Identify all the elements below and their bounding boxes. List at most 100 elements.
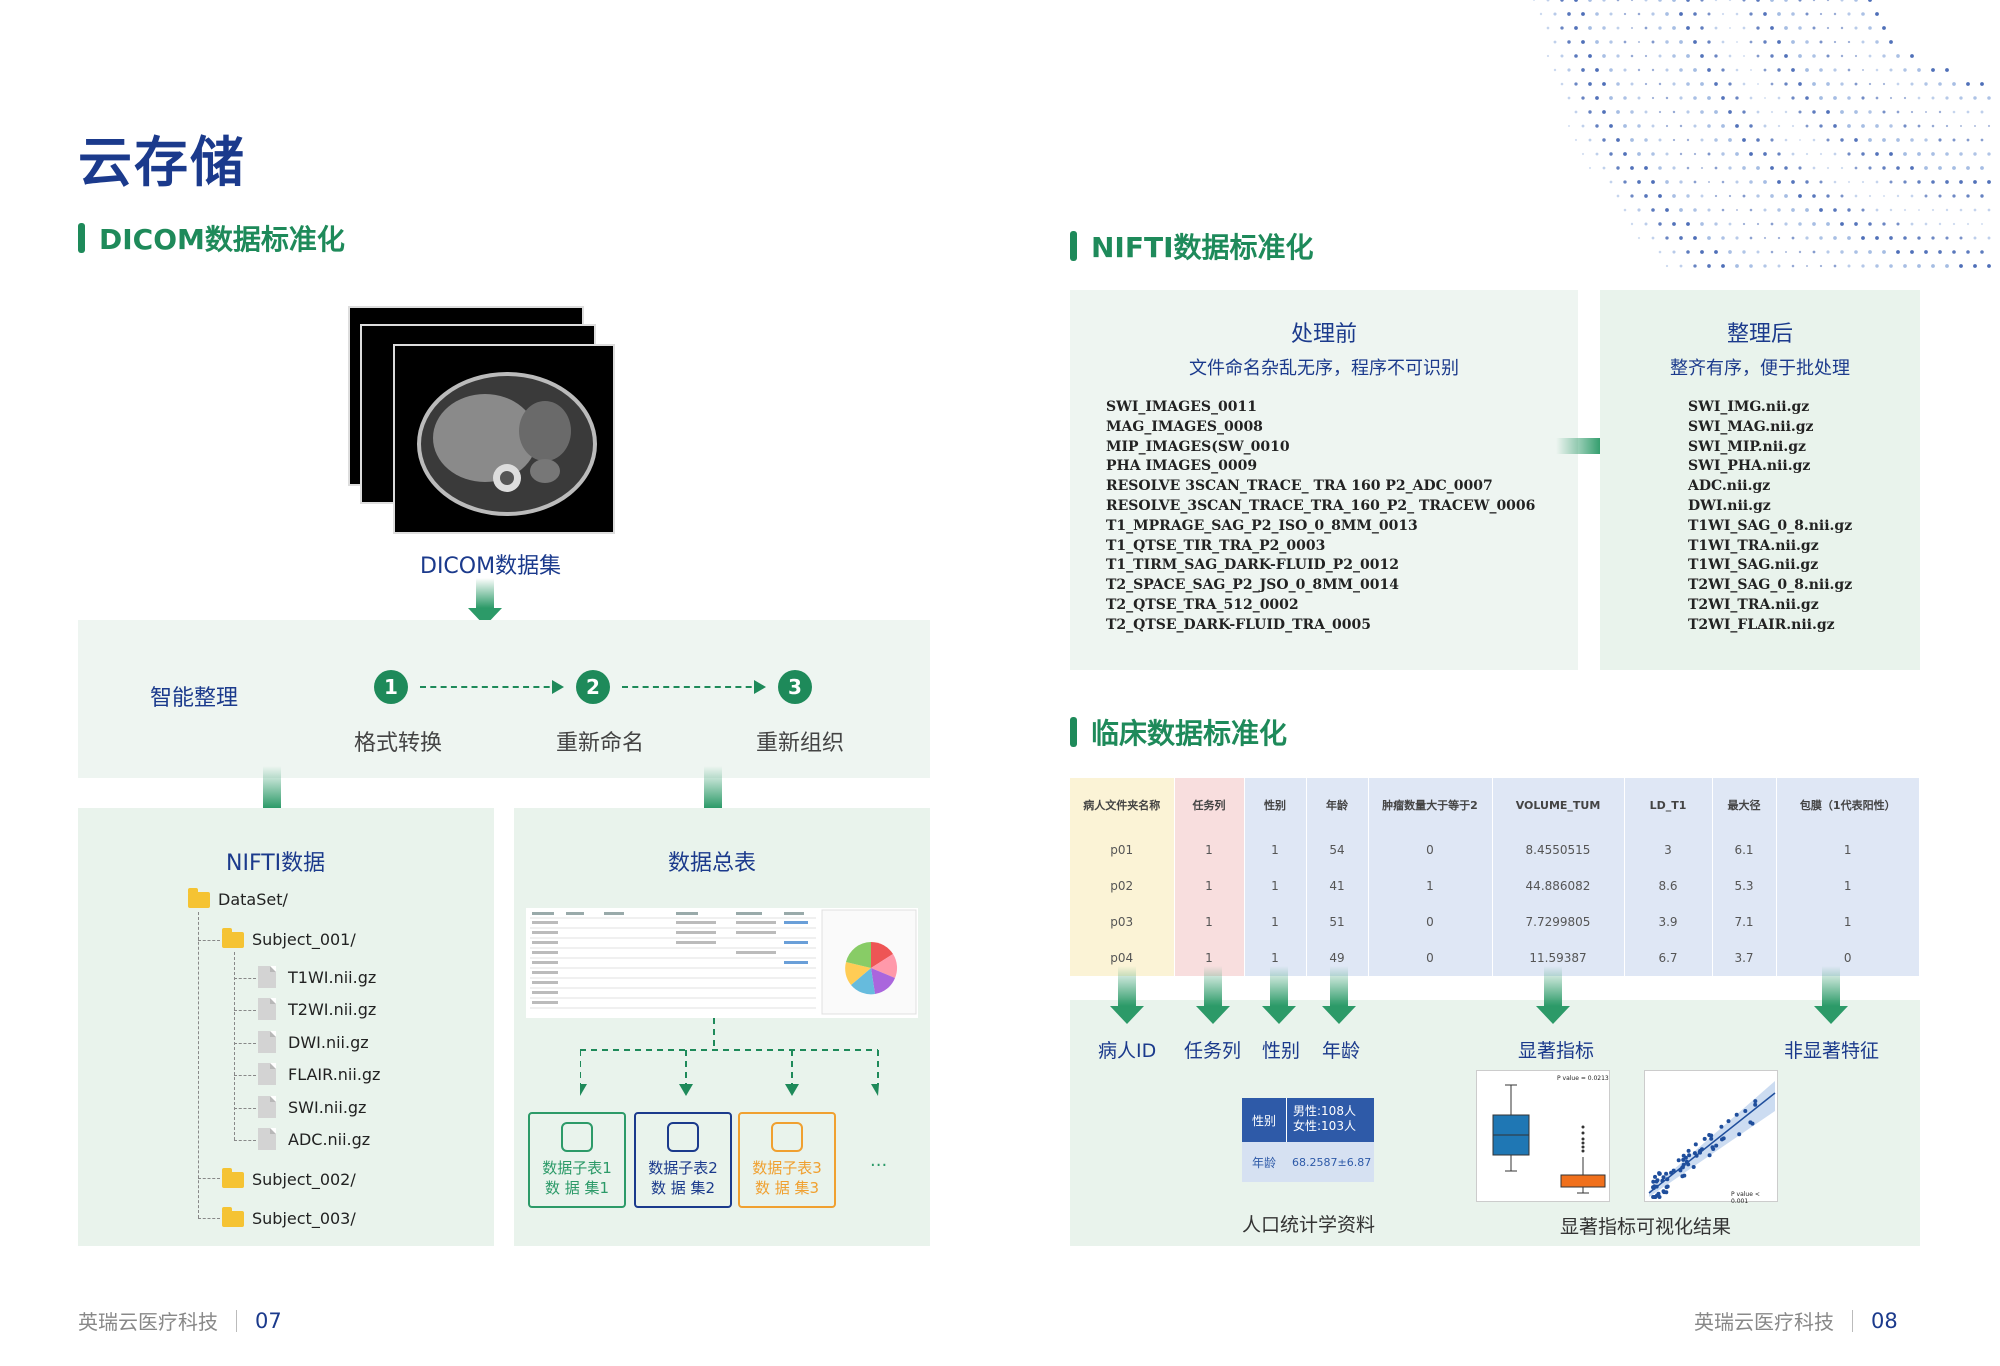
file-icon	[258, 966, 276, 988]
table-cell: 1	[1776, 904, 1920, 940]
section-bar	[1070, 717, 1077, 747]
section-title-dicom-text: DICOM数据标准化	[99, 223, 345, 256]
file-name: T2WI_SAG_0_8.nii.gz	[1688, 577, 1853, 594]
tree-label: ADC.nii.gz	[288, 1129, 371, 1149]
tree-label: DataSet/	[218, 890, 288, 909]
boxplot-chart: P value = 0.0213	[1476, 1070, 1610, 1202]
table-cell: 1	[1368, 868, 1493, 904]
scatter-chart: P value < 0.001	[1644, 1070, 1778, 1205]
dot-pattern-decoration	[1520, 0, 2000, 300]
arrow-down-icon	[1536, 966, 1570, 1024]
spreadsheet-thumbnail	[526, 908, 918, 1018]
file-name: ADC.nii.gz	[1688, 478, 1771, 495]
table-cell: 41	[1306, 868, 1369, 904]
tree-file: DWI.nii.gz	[258, 1031, 369, 1053]
table-cell: 3.9	[1624, 904, 1713, 940]
table-cell: 5.3	[1712, 868, 1777, 904]
table-header: 性别	[1244, 778, 1307, 832]
tree-line	[234, 1075, 256, 1076]
table-header: 包膜（1代表阳性）	[1776, 778, 1920, 832]
tree-label: T1WI.nii.gz	[288, 967, 377, 987]
clinical-table: 病人文件夹名称 任务列 性别 年龄 肿瘤数量大于等于2 VOLUME_TUM L…	[1070, 778, 1920, 976]
step-1-label: 格式转换	[354, 731, 443, 756]
table-cell: 0	[1368, 904, 1493, 940]
tree-label: Subject_002/	[252, 1170, 356, 1189]
table-cell: 44.886082	[1492, 868, 1625, 904]
file-name: T2_SPACE_SAG_P2_JSO_0_8MM_0014	[1106, 577, 1400, 594]
table-cell: 0	[1368, 832, 1493, 868]
database-icon	[561, 1122, 593, 1152]
table-cell: p03	[1070, 904, 1175, 940]
arrow-down-icon	[1814, 966, 1848, 1024]
footer-company: 英瑞云医疗科技	[78, 1310, 218, 1334]
folder-icon	[222, 1167, 244, 1188]
label-age: 年龄	[1322, 1040, 1361, 1062]
tree-file: SWI.nii.gz	[258, 1096, 366, 1118]
file-name: SWI_IMAGES_0011	[1106, 399, 1257, 415]
table-cell: p02	[1070, 868, 1175, 904]
file-icon	[258, 998, 276, 1020]
section-title-nifti-text: NIFTI数据标准化	[1091, 231, 1314, 264]
table-cell: 51	[1306, 904, 1369, 940]
file-name: SWI_MIP.nii.gz	[1688, 438, 1806, 455]
label-significant: 显著指标	[1518, 1040, 1595, 1062]
nifti-panel-title: NIFTI数据	[226, 851, 326, 876]
arrow-down-icon	[1196, 966, 1230, 1024]
database-icon	[771, 1122, 803, 1152]
label-nonsignificant: 非显著特征	[1784, 1040, 1880, 1062]
arrow-down-icon	[468, 578, 502, 626]
footer-company: 英瑞云医疗科技	[1694, 1310, 1834, 1334]
demo-gender-male: 男性:108人	[1293, 1104, 1356, 1118]
tree-line	[198, 1178, 220, 1179]
table-cell: 1	[1244, 868, 1307, 904]
step-3-label: 重新组织	[756, 731, 845, 756]
table-cell: 1	[1174, 832, 1245, 868]
footer-right: 英瑞云医疗科技 08	[1694, 1306, 1898, 1335]
footer-left: 英瑞云医疗科技 07	[78, 1306, 282, 1335]
section-bar	[1070, 231, 1077, 261]
tree-label: SWI.nii.gz	[288, 1097, 367, 1117]
arrow-down-icon	[1262, 966, 1296, 1024]
table-cell: 54	[1306, 832, 1369, 868]
tree-file: T1WI.nii.gz	[258, 966, 376, 988]
table-cell: 1	[1244, 832, 1307, 868]
after-title: 整理后	[1726, 322, 1793, 347]
footer-separator	[236, 1309, 237, 1332]
subtable-3-line2: 数 据 集3	[754, 1179, 820, 1197]
demo-age-label: 年龄	[1251, 1155, 1276, 1170]
summary-panel-title: 数据总表	[668, 851, 757, 876]
subtable-3: 数据子表3 数 据 集3	[738, 1112, 836, 1208]
page-number: 08	[1871, 1308, 1898, 1333]
tree-line	[198, 1218, 220, 1219]
table-cell: 3	[1624, 832, 1713, 868]
organize-label: 智能整理	[150, 686, 239, 711]
file-name: PHA IMAGES_0009	[1106, 458, 1258, 475]
tree-line	[234, 1043, 256, 1044]
subtable-2-line2: 数 据 集2	[650, 1179, 716, 1197]
section-title-clinical-text: 临床数据标准化	[1091, 717, 1288, 750]
tree-label: FLAIR.nii.gz	[288, 1064, 381, 1084]
after-subtitle: 整齐有序，便于批处理	[1670, 358, 1850, 379]
arrow-down-icon	[1110, 966, 1144, 1024]
before-title: 处理前	[1290, 322, 1357, 347]
tree-folder-subject-002: Subject_002/	[222, 1167, 356, 1189]
file-name: T1WI_SAG.nii.gz	[1688, 557, 1819, 574]
table-header: 任务列	[1174, 778, 1245, 832]
demo-gender-values: 男性:108人 女性:103人	[1286, 1098, 1374, 1142]
file-icon	[258, 1096, 276, 1118]
before-panel	[1070, 290, 1578, 670]
demo-gender-label: 性别	[1242, 1098, 1286, 1142]
viz-caption: 显著指标可视化结果	[1560, 1216, 1732, 1238]
file-icon	[258, 1031, 276, 1053]
file-name: T2WI_FLAIR.nii.gz	[1688, 616, 1835, 633]
file-name: T2_QTSE_DARK-FLUID_TRA_0005	[1106, 616, 1371, 633]
file-name: RESOLVE 3SCAN_TRACE_ TRA 160 P2_ADC_0007	[1106, 478, 1493, 495]
boxplot-pvalue: P value = 0.0213	[1557, 1075, 1609, 1082]
ct-slice-front	[393, 344, 615, 534]
tree-line	[198, 912, 199, 1218]
table-header: 肿瘤数量大于等于2	[1368, 778, 1493, 832]
demographic-box: 性别 男性:108人 女性:103人 年龄 68.2587±6.87	[1242, 1098, 1374, 1182]
file-name: RESOLVE_3SCAN_TRACE_TRA_160_P2_ TRACEW_0…	[1106, 497, 1536, 514]
table-cell: p01	[1070, 832, 1175, 868]
